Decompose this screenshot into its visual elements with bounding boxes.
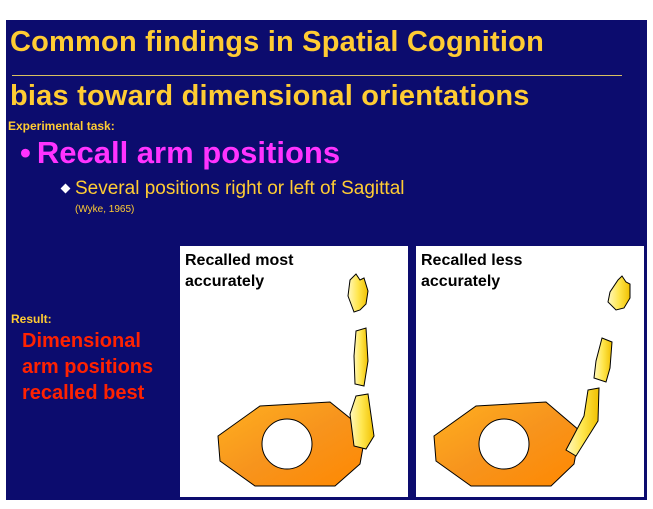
head-circle: [478, 418, 530, 470]
bullet-recall-arm-positions: •Recall arm positions: [20, 135, 340, 171]
upper-arm: [349, 393, 375, 450]
head-circle: [261, 418, 313, 470]
slide: Common findings in Spatial Cognition bia…: [6, 20, 647, 500]
slide-title-line1: Common findings in Spatial Cognition: [10, 26, 544, 58]
citation: (Wyke, 1965): [75, 204, 135, 215]
arm-diagram-oblique: [433, 275, 631, 487]
panel-recalled-less-accurately: Recalled less accurately: [416, 246, 644, 497]
result-label: Result:: [11, 312, 52, 326]
panel-recalled-most-accurately: Recalled most accurately: [180, 246, 408, 497]
experimental-task-label: Experimental task:: [8, 119, 115, 133]
upper-arm: [565, 387, 600, 457]
arm-diagram-dimensional: [217, 273, 375, 487]
diamond-bullet-icon: [60, 183, 71, 194]
title-divider: [12, 75, 622, 76]
hand: [607, 275, 631, 311]
hand: [347, 273, 369, 313]
bullet2-text: Several positions right or left of Sagit…: [75, 178, 405, 199]
forearm: [353, 327, 369, 387]
panel-right-title: Recalled less accurately: [421, 252, 523, 290]
slide-title-line2: bias toward dimensional orientations: [10, 80, 530, 112]
bullet-marker: •: [20, 135, 31, 170]
panel-left-title: Recalled most accurately: [185, 252, 294, 290]
forearm: [593, 337, 613, 383]
sub-bullet-positions: Several positions right or left of Sagit…: [60, 178, 405, 200]
bullet1-text: Recall arm positions: [36, 135, 341, 170]
result-text: Dimensional arm positions recalled best: [22, 330, 154, 404]
